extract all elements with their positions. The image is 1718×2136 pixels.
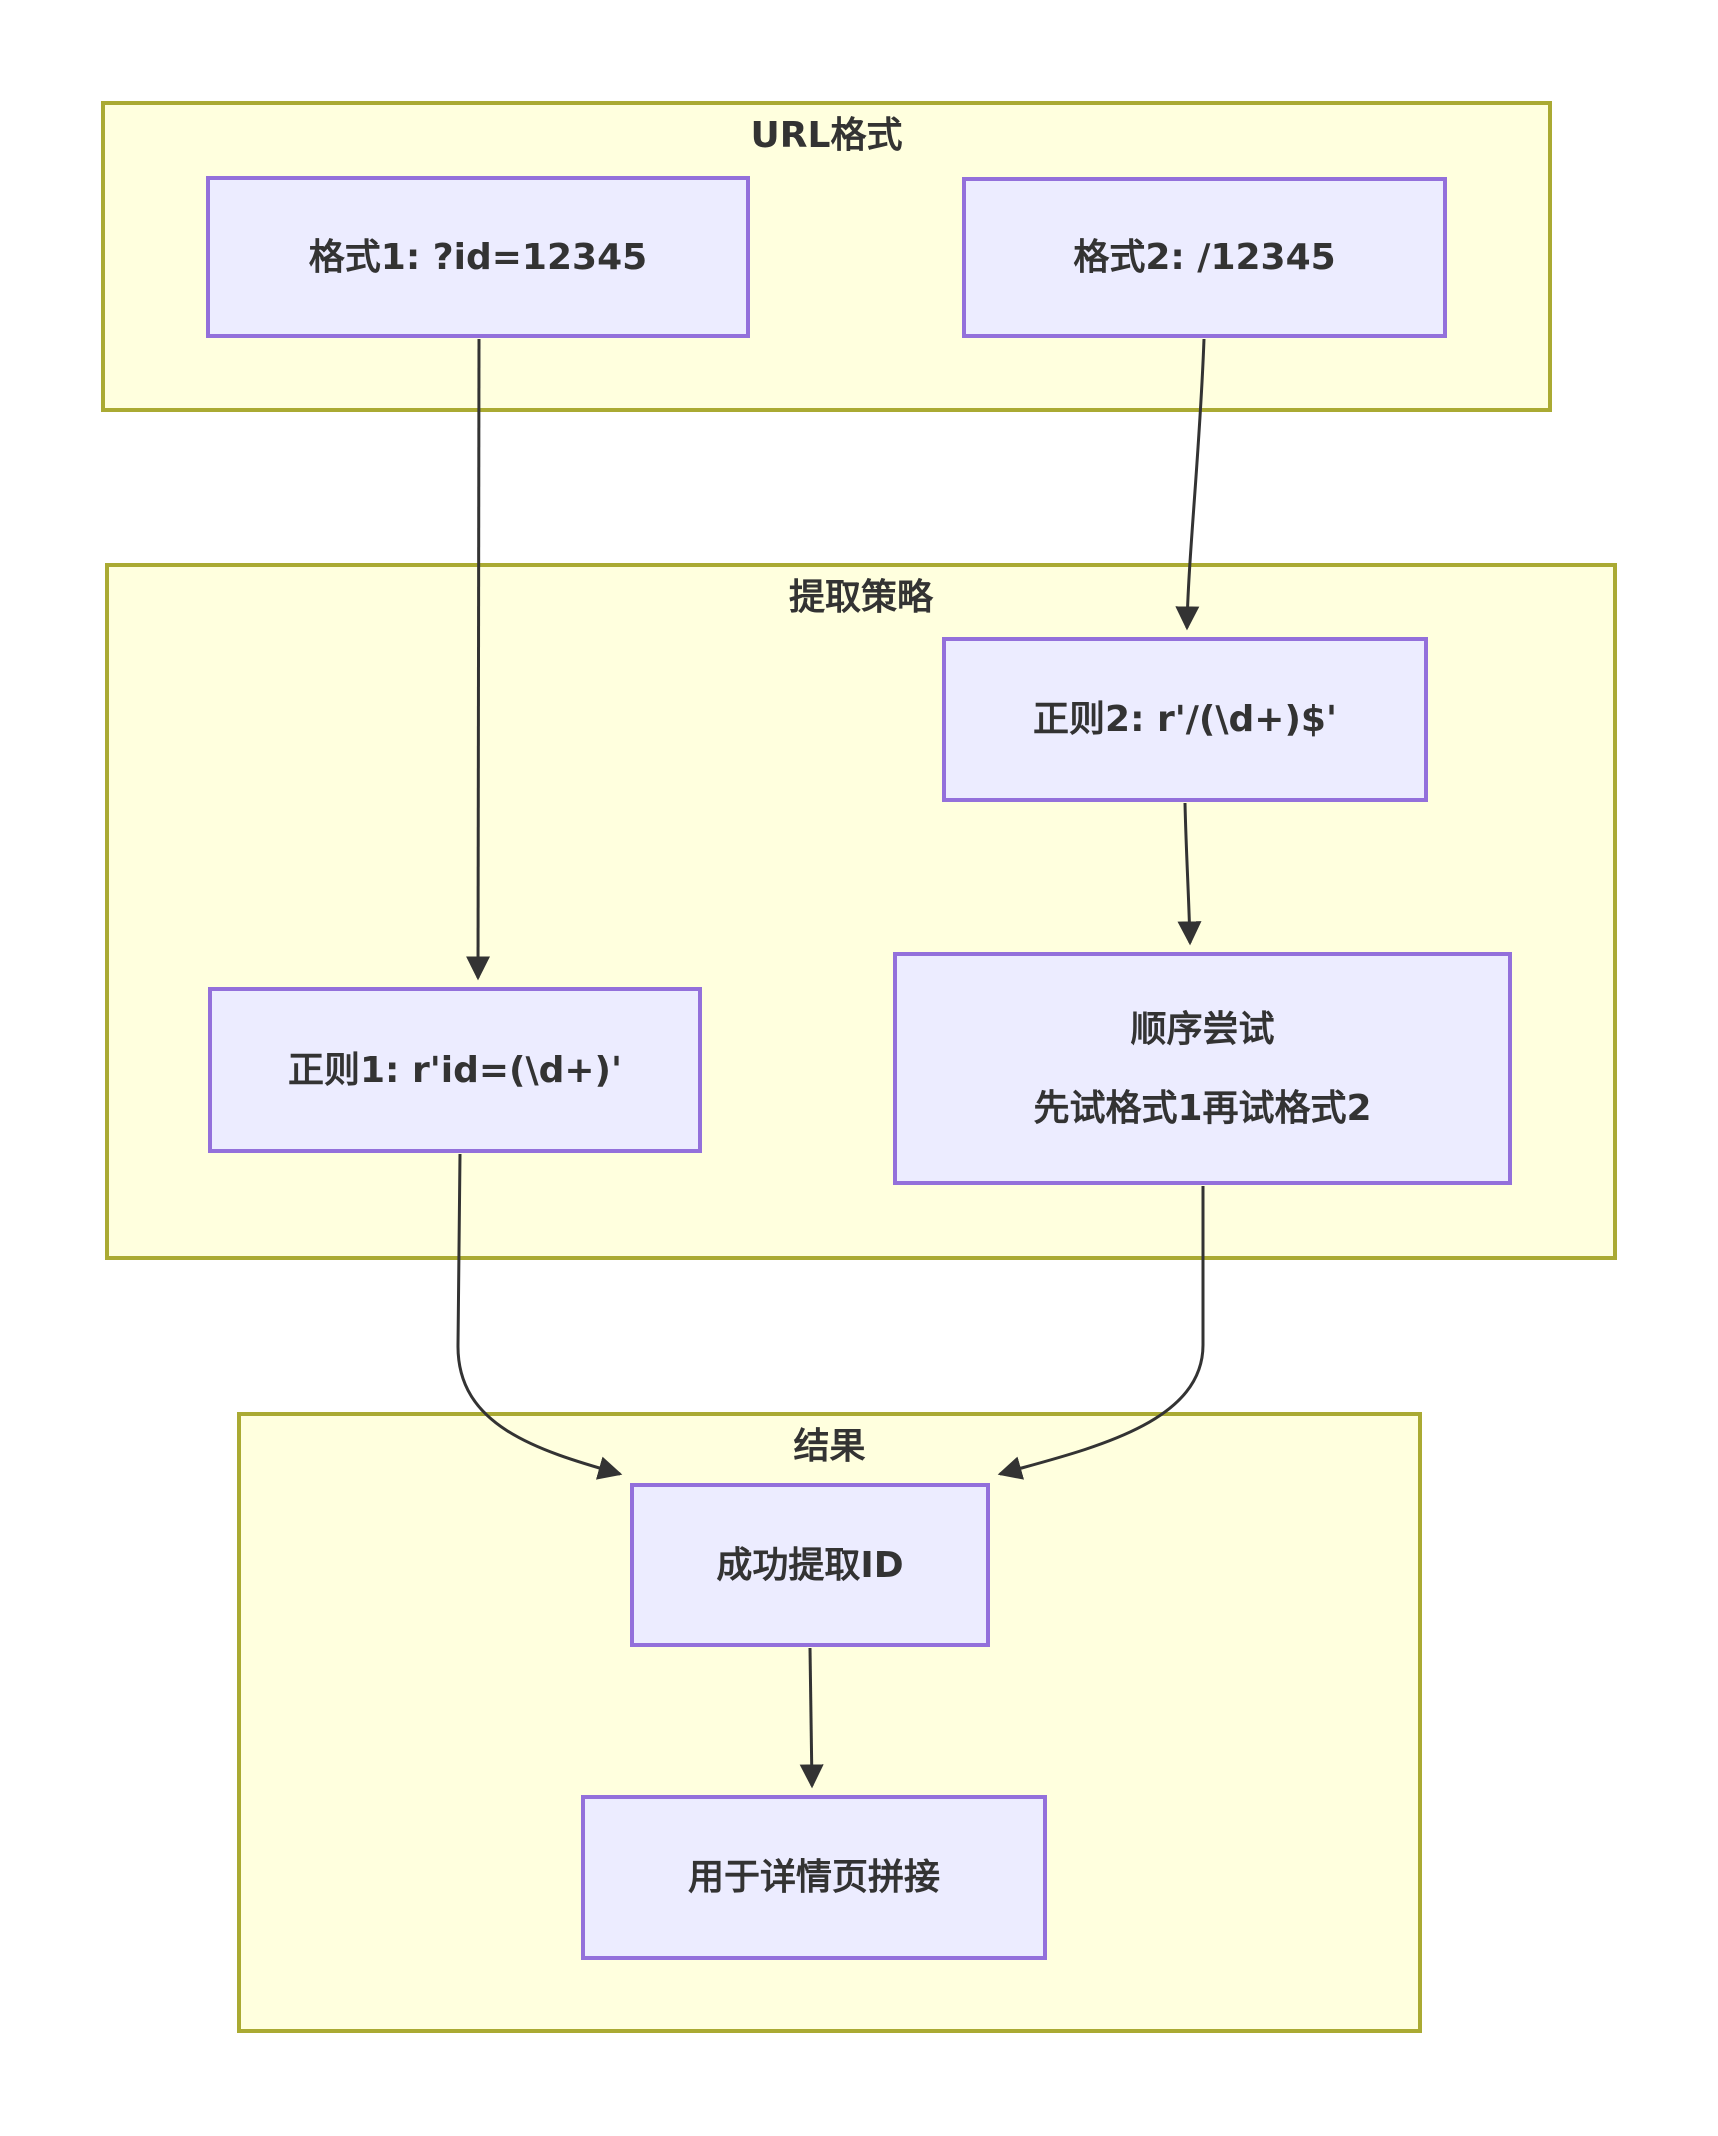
node-regex2: 正则2: r'/(\d+)$' [942, 637, 1428, 802]
node-success: 成功提取ID [630, 1483, 990, 1647]
cluster-strategy-title: 提取策略 [788, 577, 933, 618]
node-usage: 用于详情页拼接 [581, 1795, 1047, 1960]
node-success-label: 成功提取ID [716, 1544, 904, 1586]
cluster-url-format-title: URL格式 [750, 115, 903, 156]
node-format2: 格式2: /12345 [962, 177, 1447, 338]
node-sequential-line1: 顺序尝试 [1130, 1008, 1275, 1050]
node-format2-label: 格式2: /12345 [1073, 237, 1336, 278]
node-format1-label: 格式1: ?id=12345 [308, 236, 648, 278]
node-usage-label: 用于详情页拼接 [687, 1857, 940, 1898]
cluster-result-title: 结果 [793, 1426, 866, 1467]
node-regex1: 正则1: r'id=(\d+)' [208, 987, 702, 1153]
node-regex2-label: 正则2: r'/(\d+)$' [1033, 699, 1337, 740]
node-format1: 格式1: ?id=12345 [206, 176, 750, 338]
node-sequential: 顺序尝试 先试格式1再试格式2 [893, 952, 1512, 1185]
node-sequential-line2: 先试格式1再试格式2 [1033, 1087, 1372, 1129]
node-regex1-label: 正则1: r'id=(\d+)' [287, 1049, 623, 1091]
